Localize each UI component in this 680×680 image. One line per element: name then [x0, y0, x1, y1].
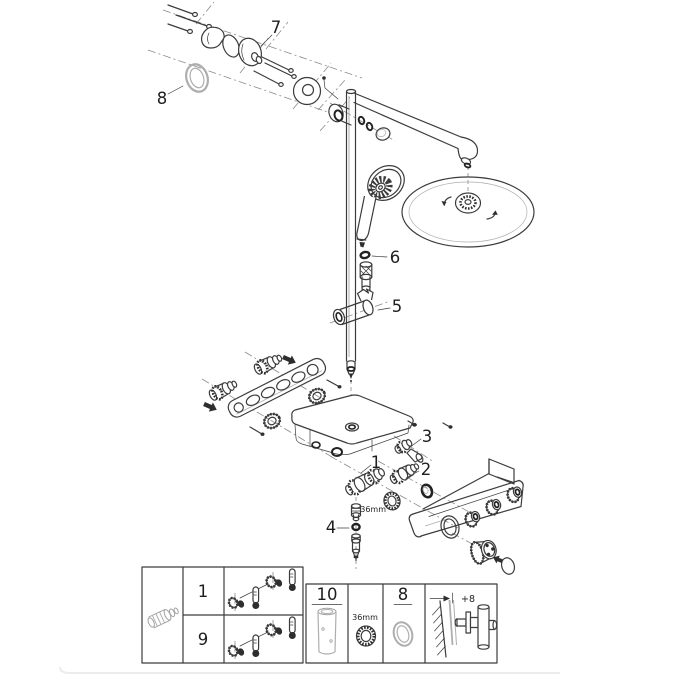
rail-clamp — [328, 103, 391, 141]
cartridge-thermo-row — [227, 616, 296, 659]
hose-nut — [359, 261, 373, 297]
shell-knob — [485, 498, 502, 516]
sleeve-icon — [317, 607, 337, 655]
oval-gasket — [222, 34, 240, 58]
shell-opening — [440, 515, 460, 539]
end-cap — [375, 127, 391, 141]
ring-nut — [262, 412, 282, 430]
callout-3: 3 — [422, 427, 433, 446]
legend-panel-b: 10 36mm 8 — [305, 583, 498, 664]
card-edge — [59, 666, 560, 674]
trim-shell — [408, 458, 524, 539]
legend-36mm-label: 36mm — [352, 613, 378, 622]
ring-36mm-icon — [355, 625, 377, 647]
bracket-piece — [200, 26, 225, 49]
callout-7: 7 — [271, 18, 282, 37]
shower-arm — [353, 92, 479, 169]
o-ring — [357, 115, 366, 126]
callouts: 7 8 6 5 3 2 1 4 36mm — [157, 18, 433, 537]
knob-cap — [500, 557, 516, 575]
callout-8-top: 8 — [157, 89, 168, 108]
control-knob — [469, 539, 497, 565]
wall-mount-assembly — [167, 4, 339, 106]
shower-holder-5 — [332, 288, 374, 326]
shower-rail — [345, 88, 357, 382]
legend-col-10-label: 10 — [317, 585, 338, 604]
inlet-fitting — [208, 380, 238, 401]
cartridge-thermo-row — [227, 568, 296, 611]
wall-union — [238, 37, 297, 87]
legend-panel-a: 1 9 — [141, 566, 304, 664]
valve-body — [291, 394, 453, 457]
ring-size-label: 36mm — [360, 505, 386, 514]
diverter-3 — [394, 439, 424, 463]
callout-1: 1 — [371, 453, 382, 472]
cartridge-2 — [389, 463, 420, 485]
callout-6: 6 — [390, 248, 401, 267]
rain-shower-head — [401, 176, 535, 248]
union-fitting-icon — [454, 604, 498, 650]
legend-row-1-label: 1 — [198, 582, 209, 601]
oval-ring-icon — [392, 621, 414, 647]
adapter-icon — [147, 607, 179, 629]
escutcheon-ring-8 — [185, 63, 209, 93]
legend-col-8-label: 8 — [398, 585, 409, 604]
hand-shower — [356, 164, 405, 247]
legend-row-9-label: 9 — [198, 630, 209, 649]
spray-face — [368, 175, 393, 200]
callout-2: 2 — [421, 460, 432, 479]
cartridge-1 — [345, 468, 386, 496]
inlet-fitting — [253, 354, 283, 375]
wall-offset-label: +8 — [461, 594, 475, 605]
shell-knob — [464, 510, 481, 528]
direction-arrow-icon — [282, 354, 296, 365]
o-ring-2 — [420, 483, 434, 499]
mounting-screws — [167, 4, 213, 35]
ring-nut — [307, 387, 327, 405]
o-ring — [365, 121, 374, 132]
shell-knob — [506, 486, 523, 504]
rail-bottom-fitting — [346, 360, 356, 382]
callout-5: 5 — [392, 297, 403, 316]
wall-mount-detail: +8 — [429, 592, 498, 658]
direction-arrow-icon — [203, 401, 217, 412]
callout-4: 4 — [326, 518, 337, 537]
hose-seal-6 — [359, 250, 371, 260]
mounting-bar — [227, 357, 327, 418]
rotate-arrow-icon — [443, 196, 452, 206]
pin-dot — [322, 76, 326, 80]
small-screw — [249, 379, 342, 436]
round-escutcheon — [292, 76, 322, 106]
check-valve-4 — [350, 503, 362, 562]
